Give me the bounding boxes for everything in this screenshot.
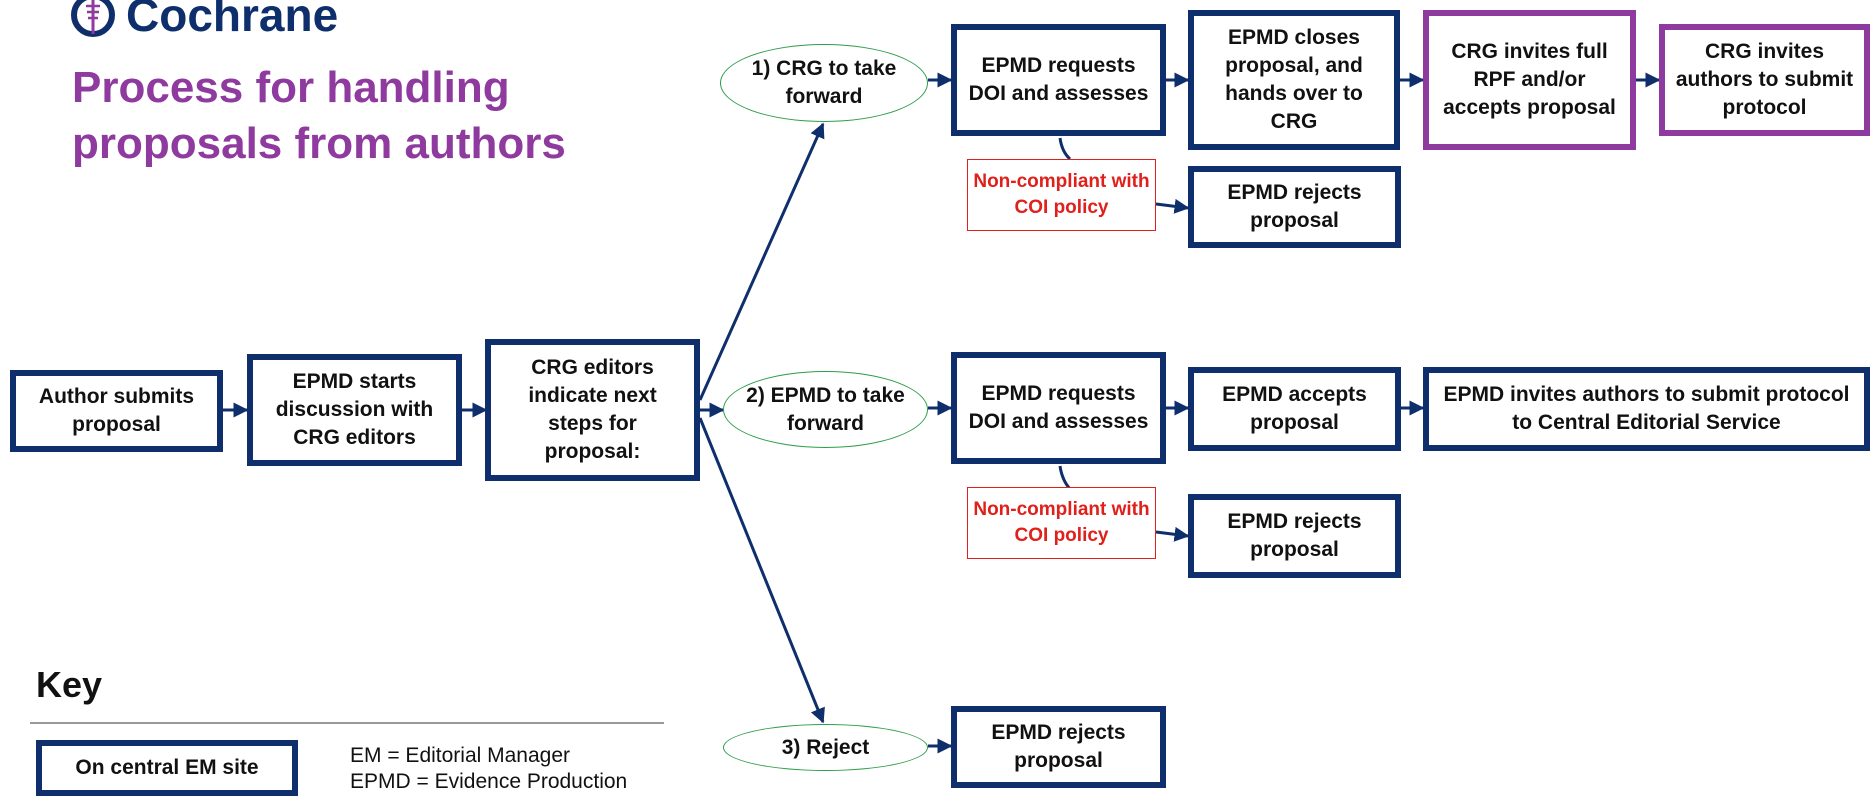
author-submits-box: Author submits proposal [10, 370, 223, 452]
arrow-to-option1 [698, 122, 825, 401]
key-title: Key [36, 664, 103, 705]
b2-epmd-rejects-box: EPMD rejects proposal [1188, 494, 1401, 578]
b1-noncompliant-box: Non-compliant with COI policy [967, 159, 1156, 231]
key-divider [30, 722, 664, 724]
key-definition-em: EM = Editorial Manager [350, 744, 571, 767]
b1-crg-invites-rpf-box: CRG invites full RPF and/or accepts prop… [1423, 10, 1636, 150]
cochrane-logo: Cochrane [70, 0, 338, 42]
arrow-noncompliant1-to-rejects [1155, 198, 1190, 214]
key-definition-epmd: EPMD = Evidence Production [350, 770, 628, 793]
b1-crg-invites-authors-box: CRG invites authors to submit protocol [1659, 24, 1870, 136]
line-requests1-to-noncompliant [1058, 137, 1072, 161]
arrow-noncompliant2-to-rejects [1155, 526, 1190, 542]
b1-epmd-requests-box: EPMD requests DOI and assesses [951, 24, 1166, 136]
b1-epmd-closes-box: EPMD closes proposal, and hands over to … [1188, 10, 1400, 150]
option-crg-take-forward: 1) CRG to take forward [720, 44, 928, 122]
b2-noncompliant-box: Non-compliant with COI policy [967, 487, 1156, 559]
option-epmd-take-forward: 2) EPMD to take forward [723, 371, 928, 448]
logo-text: Cochrane [126, 0, 339, 41]
b2-epmd-accepts-box: EPMD accepts proposal [1188, 367, 1401, 451]
arrow-to-option3 [698, 417, 825, 724]
cochrane-logo-icon [71, 0, 115, 37]
b2-epmd-requests-box: EPMD requests DOI and assesses [951, 352, 1166, 464]
epmd-starts-box: EPMD starts discussion with CRG editors [247, 354, 462, 466]
option-reject: 3) Reject [723, 724, 928, 771]
line-requests2-to-noncompliant [1058, 465, 1072, 490]
b1-epmd-rejects-box: EPMD rejects proposal [1188, 166, 1401, 248]
b3-epmd-rejects-box: EPMD rejects proposal [951, 706, 1166, 788]
page-title: Process for handling proposals from auth… [72, 63, 566, 168]
b2-epmd-invites-box: EPMD invites authors to submit protocol … [1423, 367, 1870, 451]
crg-editors-box: CRG editors indicate next steps for prop… [485, 339, 700, 481]
